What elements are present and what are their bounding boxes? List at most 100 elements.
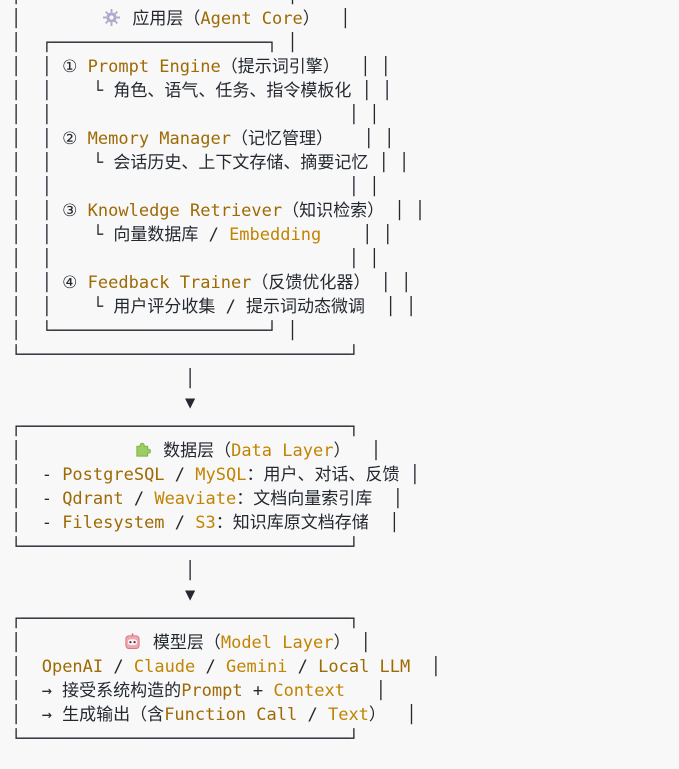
diagram-text: │ ┌─────────────────────┐ │ [11,33,298,53]
diagram-text: │ [11,633,124,653]
diagram-text: ） │ [302,9,351,29]
diagram-line: ┌────────────────────────────────┐ [11,607,679,631]
diagram-text: │ │ │ │ [11,249,380,269]
keyword: S3 [195,513,216,533]
keyword: Feedback Trainer [87,273,252,293]
keyword: Claude [133,657,196,677]
diagram-line: │ │ └ 用户评分收集 / 提示词动态微调 │ │ [11,295,679,319]
diagram-text: │ │ └ 角色、语气、任务、指令模板化 │ │ [11,81,393,101]
keyword: Text [327,705,369,725]
diagram-text: ┌────────────────────────────────┐ [11,417,359,437]
diagram-text: ） │ [333,633,371,653]
diagram-text: │ │ [321,225,393,245]
diagram-line: │ - PostgreSQL / MySQL：用户、对话、反馈 │ [11,463,679,487]
keyword: OpenAI [41,657,104,677]
diagram-line: ▼ [11,583,679,607]
diagram-line: └────────────────────────────────┘ [11,535,679,559]
diagram-text: ） │ [368,705,417,725]
diagram-text: ▼ [11,393,196,413]
diagram-line: │ → 接受系统构造的Prompt + Context │ [11,679,679,703]
diagram-text: （知识检索） │ │ [282,201,426,221]
diagram-line: └────────────────────────────────┘ [11,343,679,367]
diagram-text: │ - [11,465,63,485]
diagram-line: │ └─────────────────────┘ │ [11,319,679,343]
diagram-text: + [242,681,274,701]
diagram-line: │ → 生成输出（含Function Call / Text） │ [11,703,679,727]
diagram-text: 模型层（ [142,633,221,653]
keyword: Context [273,681,345,701]
keyword: Filesystem [62,513,165,533]
diagram-text: （提示词引擎） │ │ [220,57,391,77]
diagram-text: │ [11,561,196,581]
diagram-text: │ │ │ │ [11,177,380,197]
ascii-architecture-diagram: ┌──────────────────────────┐ │ 应用层（Agent … [11,0,679,751]
diagram-text: ） │ [333,441,382,461]
diagram-text: │ │ ④ [11,273,88,293]
diagram-text: / [297,705,328,725]
diagram-line: │ 应用层（Agent Core） │ [11,7,679,31]
diagram-text: ：用户、对话、反馈 │ [246,465,420,485]
diagram-text: │ │ ① [11,57,88,77]
diagram-line: │ │ ④ Feedback Trainer（反馈优化器） │ │ [11,271,679,295]
diagram-line: │ │ └ 向量数据库 / Embedding │ │ [11,223,679,247]
diagram-text: │ [11,441,134,461]
diagram-line: │ - Qdrant / Weaviate：文档向量索引库 │ [11,487,679,511]
diagram-text: / [195,657,226,677]
diagram-line: │ - Filesystem / S3：知识库原文档存储 │ [11,511,679,535]
diagram-line: │ │ │ │ [11,175,679,199]
diagram-text: / [164,465,196,485]
robot-icon [124,633,143,650]
diagram-text: │ → 生成输出（含 [11,705,165,725]
keyword: Data Layer [231,441,334,461]
gear-icon [103,9,122,26]
diagram-text: / [287,657,319,677]
diagram-line: ┌──────────────────────────┐ [11,0,679,7]
diagram-text: / [103,657,134,677]
diagram-text: │ │ ② [11,129,88,149]
keyword: Memory Manager [87,129,231,149]
diagram-text: ：文档向量索引库 │ [236,489,403,509]
keyword: Function Call [164,705,298,725]
diagram-text: │ - [11,489,63,509]
diagram-text: ▼ [11,585,196,605]
diagram-line: │ 模型层（Model Layer） │ [11,631,679,655]
diagram-text: 应用层（ [122,9,201,29]
keyword: MySQL [195,465,247,485]
keyword: Qdrant [62,489,124,509]
diagram-text: │ │ ③ [11,201,88,221]
keyword: Weaviate [154,489,237,509]
keyword: Embedding [229,225,322,245]
diagram-text: ┌──────────────────────────┐ [11,0,298,5]
keyword: Knowledge Retriever [87,201,283,221]
diagram-text: ┌────────────────────────────────┐ [11,609,359,629]
diagram-line: │ │ │ │ [11,103,679,127]
diagram-line: └────────────────────────────────┘ [11,727,679,751]
diagram-line: │ OpenAI / Claude / Gemini / Local LLM │ [11,655,679,679]
keyword: Agent Core [200,9,303,29]
diagram-text: │ [11,369,196,389]
diagram-text: │ [11,657,42,677]
diagram-text: └────────────────────────────────┘ [11,345,359,365]
diagram-line: ▼ [11,391,679,415]
diagram-text: │ [344,681,386,701]
diagram-text: （记忆管理） │ │ [230,129,395,149]
diagram-line: │ [11,367,679,391]
diagram-line: │ │ ① Prompt Engine（提示词引擎） │ │ [11,55,679,79]
diagram-text: │ [410,657,441,677]
keyword: Model Layer [220,633,334,653]
diagram-line: │ │ ③ Knowledge Retriever（知识检索） │ │ [11,199,679,223]
diagram-line: │ │ ② Memory Manager（记忆管理） │ │ [11,127,679,151]
diagram-text: │ - [11,513,63,533]
diagram-text: 数据层（ [152,441,232,461]
diagram-text: │ → 接受系统构造的 [11,681,182,701]
diagram-line: │ 数据层（Data Layer） │ [11,439,679,463]
keyword: Prompt Engine [87,57,221,77]
puzzle-icon [134,441,153,458]
diagram-text: │ │ └ 会话历史、上下文存储、摘要记忆 │ │ [11,153,410,173]
keyword: PostgreSQL [62,465,165,485]
diagram-line: │ [11,559,679,583]
diagram-line: │ │ └ 角色、语气、任务、指令模板化 │ │ [11,79,679,103]
diagram-text: │ │ │ │ [11,105,380,125]
keyword: Local LLM [318,657,411,677]
